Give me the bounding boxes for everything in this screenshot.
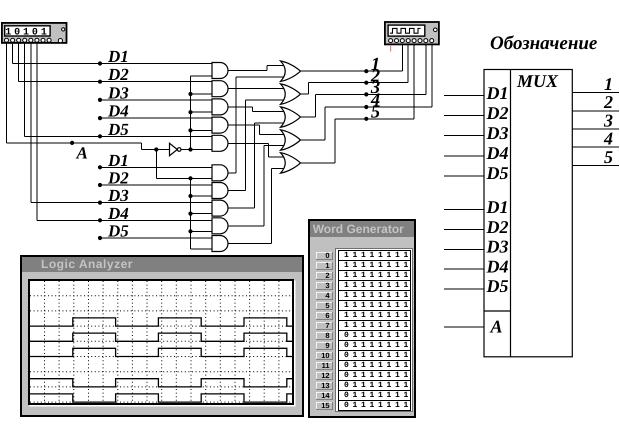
svg-text:D1: D1 — [107, 47, 129, 66]
svg-text:MUX: MUX — [516, 71, 559, 91]
svg-text:5: 5 — [604, 147, 613, 167]
svg-text:D2: D2 — [486, 217, 509, 237]
svg-text:Обозначение: Обозначение — [490, 33, 598, 54]
svg-text:D5: D5 — [486, 163, 509, 183]
svg-text:D3: D3 — [486, 237, 509, 257]
svg-text:D5: D5 — [107, 222, 129, 241]
svg-text:3: 3 — [603, 110, 613, 130]
svg-text:3: 3 — [370, 78, 380, 98]
svg-text:D3: D3 — [107, 83, 129, 102]
svg-text:D5: D5 — [486, 276, 509, 296]
svg-text:A: A — [490, 317, 503, 337]
svg-text:5: 5 — [371, 103, 380, 123]
svg-text:1: 1 — [604, 74, 613, 94]
svg-text:D3: D3 — [486, 123, 509, 143]
svg-text:D2: D2 — [107, 169, 129, 188]
svg-text:D2: D2 — [107, 65, 129, 84]
svg-text:10101: 10101 — [5, 28, 50, 39]
svg-text:4: 4 — [370, 91, 380, 111]
svg-text:D4: D4 — [107, 102, 129, 121]
svg-text:A: A — [76, 144, 88, 163]
svg-text:D3: D3 — [107, 186, 129, 205]
svg-text:1: 1 — [371, 55, 380, 75]
svg-text:D4: D4 — [486, 256, 509, 276]
svg-text:D1: D1 — [486, 197, 509, 217]
svg-text:2: 2 — [370, 66, 380, 86]
svg-text:4: 4 — [603, 129, 613, 149]
svg-text:D4: D4 — [486, 143, 509, 163]
svg-text:D1: D1 — [486, 83, 509, 103]
svg-text:D5: D5 — [107, 120, 129, 139]
svg-text:D2: D2 — [486, 103, 509, 123]
svg-text:D1: D1 — [107, 151, 129, 170]
svg-text:D4: D4 — [107, 204, 129, 223]
svg-text:2: 2 — [603, 92, 613, 112]
